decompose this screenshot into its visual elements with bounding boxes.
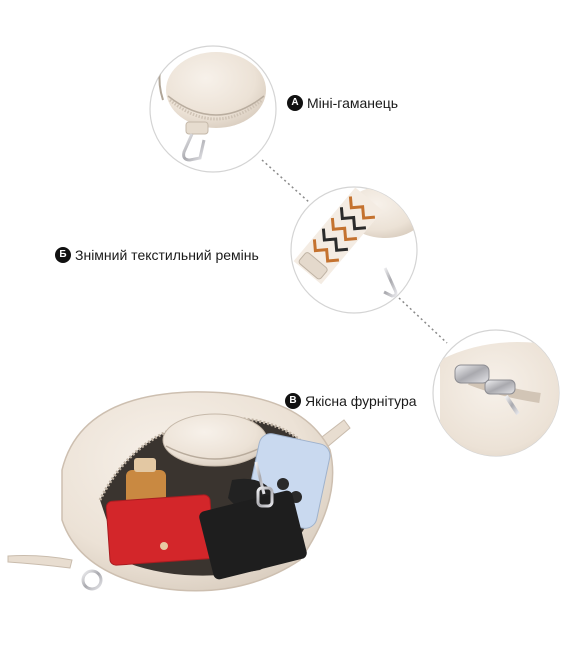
badge-b: Б — [55, 247, 71, 263]
badge-c: В — [285, 393, 301, 409]
badge-a: А — [287, 95, 303, 111]
main-bag — [7, 391, 351, 592]
callout-text: Знімний текстильний ремінь — [75, 247, 259, 263]
detail-circle-textile-strap — [290, 186, 418, 314]
callout-mini-wallet: А Міні-гаманець — [287, 95, 398, 111]
callout-hardware: В Якісна фурнітура — [285, 393, 417, 409]
callout-text: Міні-гаманець — [307, 95, 399, 111]
callout-textile-strap: Б Знімний текстильний ремінь — [55, 247, 259, 263]
callout-text: Якісна фурнітура — [305, 393, 417, 409]
connector-lines — [261, 159, 448, 344]
detail-circle-hardware — [432, 329, 560, 457]
detail-circle-mini-wallet — [149, 45, 277, 173]
